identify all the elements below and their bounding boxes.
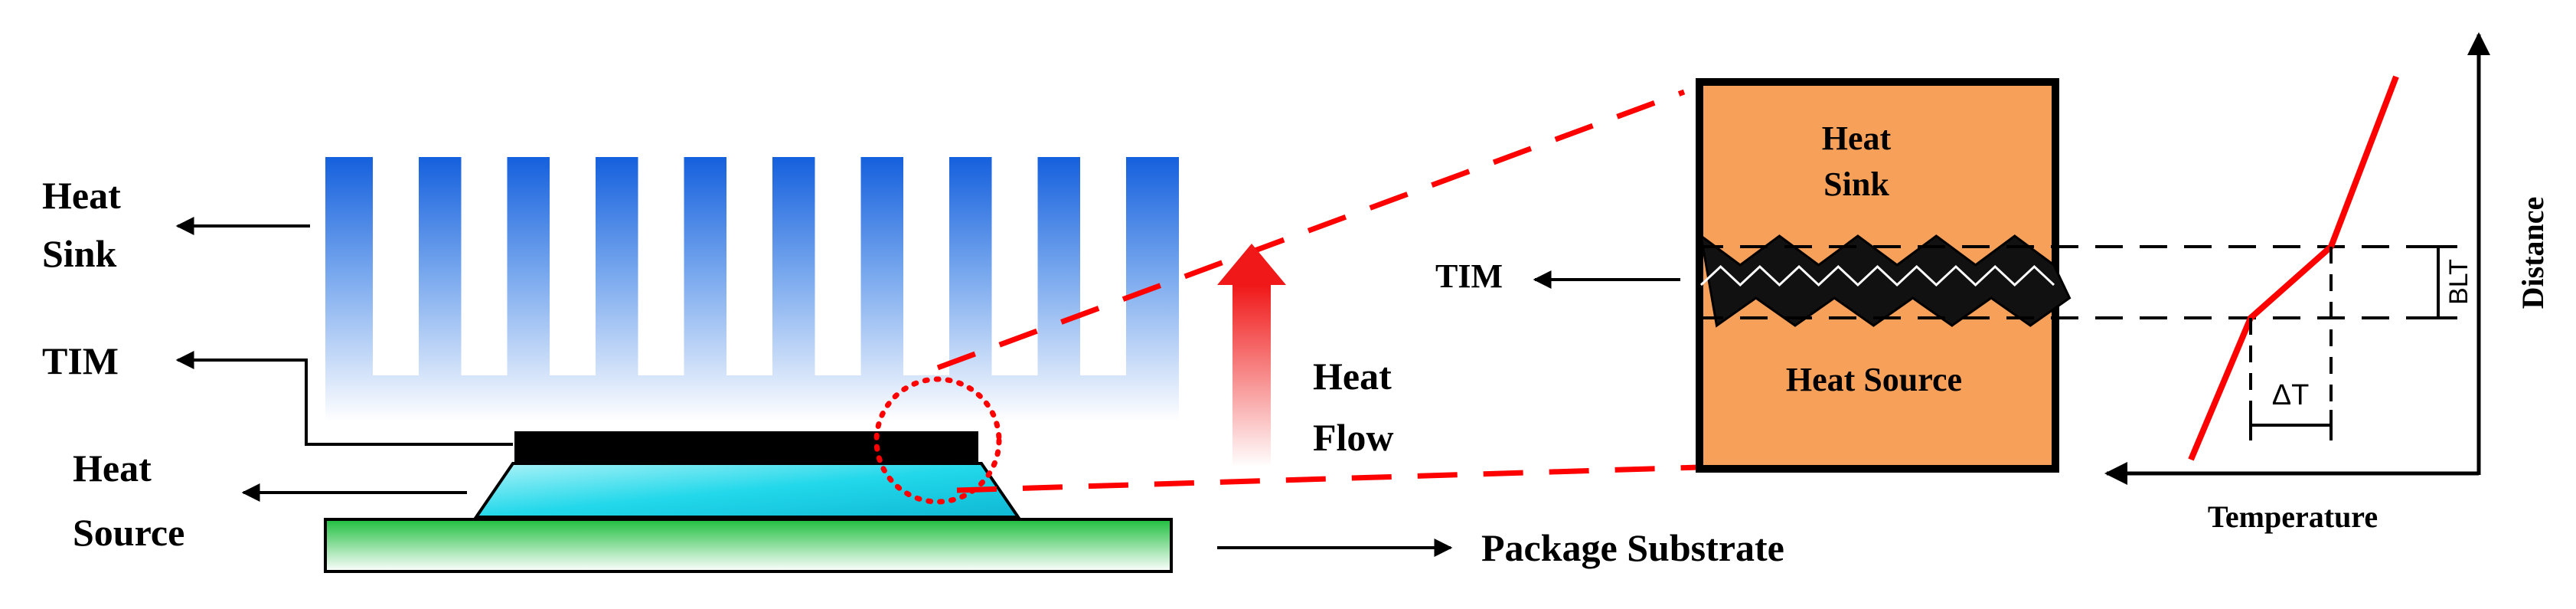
- fin-gap: [903, 157, 949, 375]
- heat-source-die: [473, 462, 1021, 519]
- distance-axis-label: Distance: [2516, 197, 2550, 309]
- tim-label: TIM: [42, 339, 119, 382]
- fin-gap: [991, 157, 1038, 375]
- heat-flow-label-line1: Heat: [1313, 355, 1392, 398]
- delta-t-label: ΔT: [2272, 379, 2310, 411]
- zoom-heat-source-label: Heat Source: [1786, 361, 1962, 398]
- zoom-heat-sink-label-line1: Heat: [1822, 120, 1892, 157]
- package-substrate: [324, 518, 1173, 573]
- fin-gap: [815, 157, 861, 375]
- heat-sink-fin-gaps: [373, 157, 1126, 375]
- heat-flow-label-line2: Flow: [1313, 416, 1394, 459]
- heat-sink-label-line2: Sink: [42, 232, 117, 275]
- tim-arrow: [175, 351, 513, 446]
- temperature-profile: [2188, 75, 2399, 461]
- heat-source-label-line2: Source: [73, 511, 184, 554]
- zoom-box: Heat Sink Heat Source: [1696, 78, 2072, 473]
- tim-jagged-highlight: [1699, 264, 2055, 287]
- fin-gap: [1080, 157, 1126, 375]
- delta-t-bracket: [2249, 410, 2333, 440]
- fin-gap: [550, 157, 596, 375]
- fin-gap: [461, 157, 508, 375]
- heat-flow-arrow-head: [1217, 244, 1286, 285]
- blt-bracket: [2423, 245, 2454, 319]
- zoom-heat-sink-label-line2: Sink: [1823, 165, 1889, 203]
- fin-gap: [726, 157, 772, 375]
- heat-sink-label-line1: Heat: [42, 174, 121, 217]
- tim-layer: [514, 431, 978, 462]
- blt-label: BLT: [2444, 259, 2473, 305]
- fin-gap: [373, 157, 419, 375]
- zoom-line-bottom: [956, 464, 1700, 493]
- tim-zoom-label: TIM: [1435, 257, 1503, 295]
- zoom-line-top: [936, 89, 1686, 371]
- heat-sink: [325, 157, 1179, 421]
- temperature-plot: Temperature Distance ΔT BLT: [2104, 32, 2550, 534]
- package-substrate-label: Package Substrate: [1481, 526, 1784, 569]
- zoom-circle: [873, 376, 1002, 505]
- fin-gap: [638, 157, 684, 375]
- heat-flow-arrow-shaft: [1232, 285, 1271, 467]
- heat-source-label-line1: Heat: [73, 447, 152, 489]
- temperature-axis-label: Temperature: [2208, 499, 2378, 534]
